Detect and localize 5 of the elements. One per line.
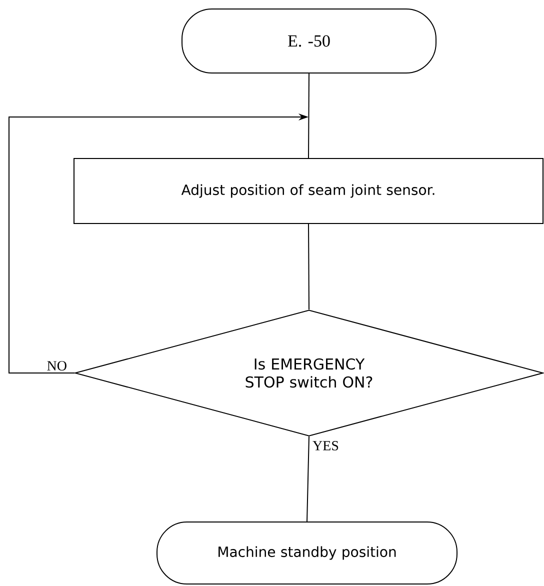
start-terminal: E. -50 <box>182 8 436 74</box>
end-terminal: Machine standby position <box>156 522 458 584</box>
process-box: Adjust position of seam joint sensor. <box>74 158 544 224</box>
edge-label: YES <box>312 440 340 452</box>
edge-label: NO <box>46 360 68 372</box>
